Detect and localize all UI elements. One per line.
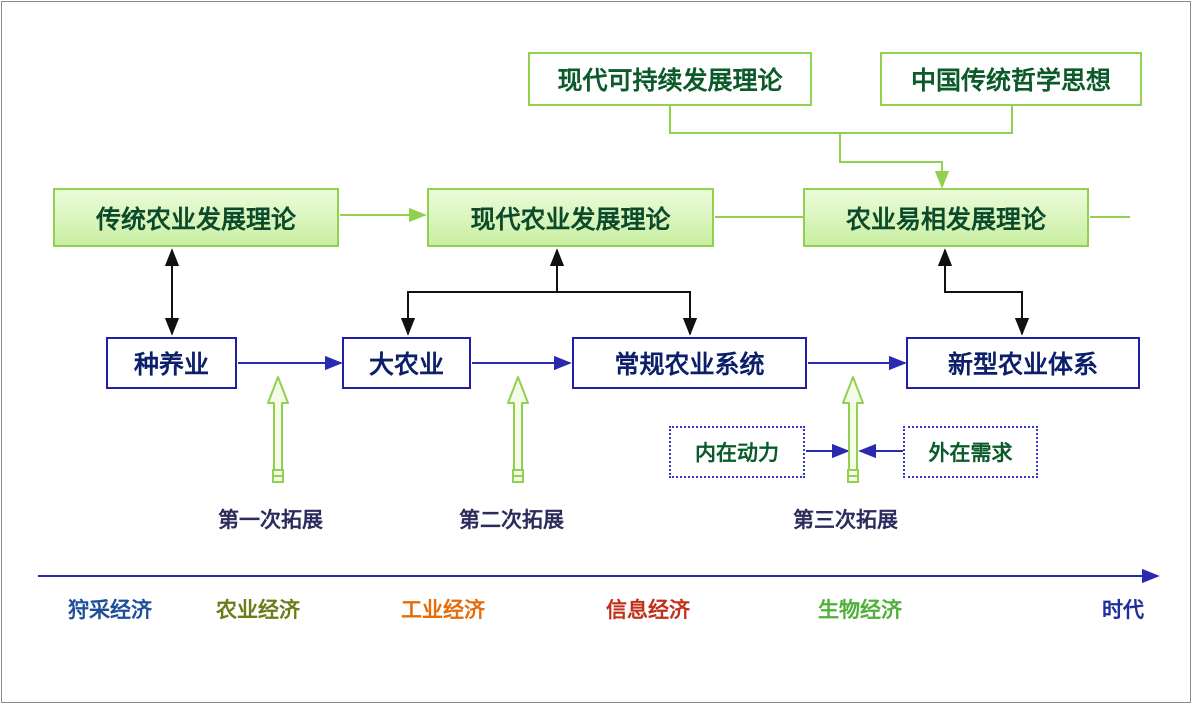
expansion-arrow-2	[507, 376, 529, 483]
link-transition-new	[937, 248, 1030, 336]
expansion-arrow-1	[267, 376, 289, 483]
theory-modern-ag: 现代农业发展理论	[427, 188, 714, 247]
era-information: 信息经济	[606, 597, 690, 622]
stage-new-ag: 新型农业体系	[906, 337, 1140, 389]
expansion-label-first: 第一次拓展	[218, 507, 323, 532]
force-external: 外在需求	[903, 426, 1038, 478]
era-hunting-gathering: 狩采经济	[68, 597, 152, 622]
era-bio: 生物经济	[818, 597, 902, 622]
philosophy-branch	[840, 106, 1013, 134]
force-internal: 内在动力	[669, 426, 805, 478]
theory-traditional-ag: 传统农业发展理论	[53, 188, 339, 247]
theory-ag-transition: 农业易相发展理论	[803, 188, 1089, 247]
stage-conventional-ag: 常规农业系统	[572, 337, 807, 389]
expansion-label-third: 第三次拓展	[793, 507, 898, 532]
timeline-end-label: 时代	[1102, 597, 1144, 622]
theory-chinese-philosophy: 中国传统哲学思想	[880, 52, 1142, 106]
link-hub-branches	[400, 291, 698, 336]
merge-to-transition	[839, 133, 950, 189]
era-industrial: 工业经济	[401, 597, 485, 622]
theory-modern-sustainable: 现代可持续发展理论	[528, 52, 812, 106]
expansion-label-second: 第二次拓展	[459, 507, 564, 532]
sustainable-branch	[669, 106, 840, 134]
stage-planting-breeding: 种养业	[106, 337, 237, 389]
stage-big-ag: 大农业	[342, 337, 471, 389]
expansion-arrow-3	[842, 376, 864, 483]
era-agricultural: 农业经济	[216, 597, 300, 622]
